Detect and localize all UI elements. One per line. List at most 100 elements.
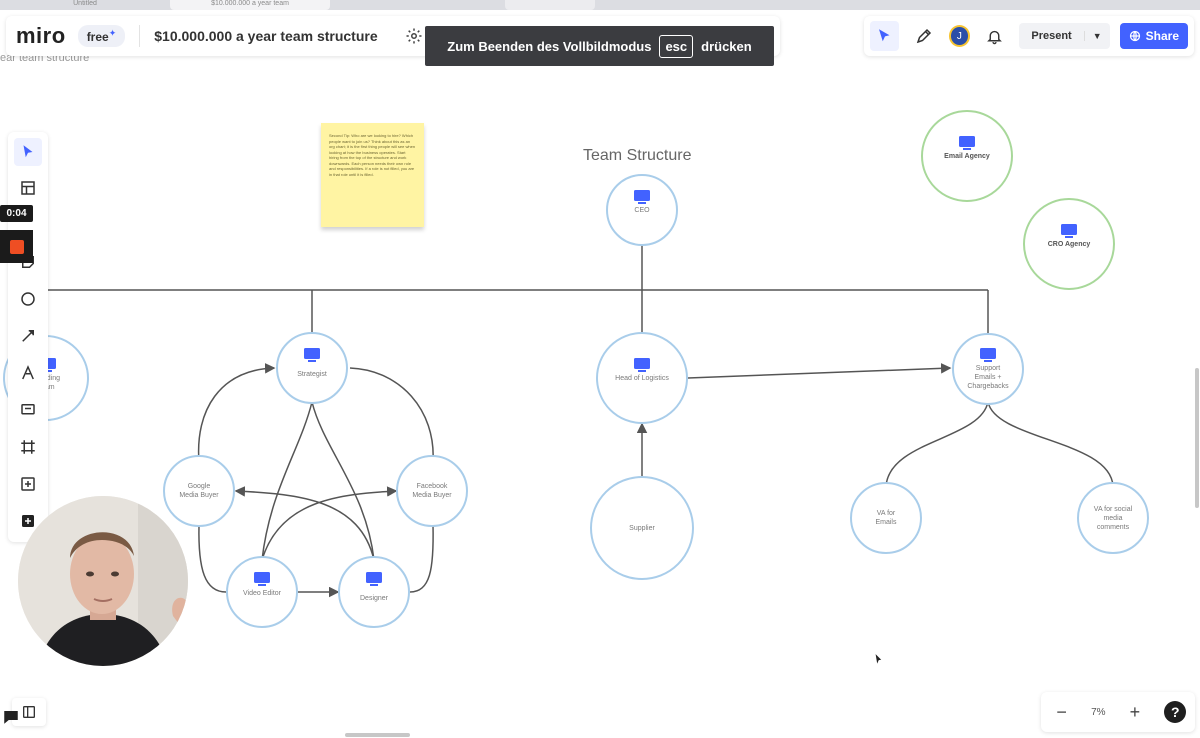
zoom-controls: − 7% + ? bbox=[1041, 692, 1195, 732]
pen-tool-icon[interactable] bbox=[14, 359, 42, 387]
node-strategist bbox=[276, 332, 348, 404]
node-label-supplier: Supplier bbox=[629, 525, 655, 532]
reactions-icon[interactable] bbox=[909, 21, 938, 51]
node-label-video: Video Editor bbox=[242, 590, 282, 597]
node-designer bbox=[338, 556, 410, 628]
connectors bbox=[48, 242, 1114, 598]
shape-tool-icon[interactable] bbox=[14, 285, 42, 313]
node-label-email-agency: Email Agency bbox=[944, 153, 990, 160]
monitor-icon bbox=[980, 348, 996, 362]
recording-timer: 0:04 bbox=[0, 205, 33, 222]
chat-icon[interactable] bbox=[2, 708, 20, 726]
collaboration-toolbar: J Present ▼ Share bbox=[864, 16, 1194, 56]
horizontal-scrollbar[interactable] bbox=[345, 733, 410, 737]
cursor-icon[interactable] bbox=[870, 21, 900, 51]
more-apps-icon[interactable] bbox=[14, 507, 42, 535]
monitor-icon bbox=[1061, 224, 1077, 238]
node-label-cro-agency: CRO Agency bbox=[1047, 241, 1091, 248]
monitor-icon bbox=[366, 572, 382, 586]
monitor-icon bbox=[254, 572, 270, 586]
connector-logistics-cs bbox=[687, 363, 952, 379]
present-button[interactable]: Present ▼ bbox=[1019, 23, 1110, 49]
sticky-note[interactable]: Second Tip: Who are we looking to hire? … bbox=[321, 123, 424, 227]
connector-video-strategist bbox=[261, 401, 313, 561]
zoom-in-button[interactable]: + bbox=[1129, 701, 1141, 722]
globe-icon bbox=[1129, 30, 1140, 42]
webcam-video-bubble[interactable] bbox=[18, 496, 188, 666]
settings-icon[interactable] bbox=[400, 22, 428, 50]
node-label-ceo: CEO bbox=[634, 207, 650, 214]
monitor-icon bbox=[304, 348, 320, 362]
mouse-cursor-icon bbox=[874, 652, 883, 666]
node-cro-agency bbox=[1023, 198, 1115, 290]
node-label-designer: Designer bbox=[359, 595, 389, 602]
stop-icon bbox=[9, 239, 24, 254]
browser-tab[interactable]: Untitled bbox=[73, 0, 97, 7]
node-label-va-social: VA for social media comments bbox=[1093, 506, 1133, 531]
zoom-out-button[interactable]: − bbox=[1056, 701, 1067, 722]
vertical-scrollbar[interactable] bbox=[1195, 368, 1199, 508]
banner-text: Zum Beenden des Vollbildmodus bbox=[447, 38, 652, 54]
avatar[interactable]: J bbox=[948, 25, 971, 47]
node-label-cs: Support Emails + Chargebacks bbox=[967, 365, 1009, 390]
browser-tab-active[interactable]: $10.000.000 a year team bbox=[170, 0, 330, 10]
miro-logo[interactable]: miro bbox=[16, 23, 66, 48]
monitor-icon bbox=[634, 358, 650, 372]
node-email-agency bbox=[921, 110, 1013, 202]
connector-google-strategist bbox=[197, 363, 276, 463]
chevron-down-icon[interactable]: ▼ bbox=[1083, 31, 1110, 41]
connector-facebook-designer bbox=[409, 524, 434, 593]
node-cs bbox=[952, 333, 1024, 405]
comment-icon[interactable] bbox=[14, 396, 42, 424]
node-label-va-emails: VA for Emails bbox=[875, 510, 897, 526]
connector-cs-va-emails bbox=[885, 401, 989, 487]
node-va-emails bbox=[850, 482, 922, 554]
board-title[interactable]: $10.000.000 a year team structure bbox=[154, 28, 378, 44]
connector-google-video bbox=[198, 524, 227, 593]
templates-icon[interactable] bbox=[14, 174, 42, 202]
esc-key: esc bbox=[659, 34, 694, 58]
share-button[interactable]: Share bbox=[1119, 23, 1188, 49]
zoom-level[interactable]: 7% bbox=[1091, 706, 1106, 718]
connection-line-icon[interactable] bbox=[14, 322, 42, 350]
node-va-social bbox=[1077, 482, 1149, 554]
browser-tab-strip: Untitled $10.000.000 a year team bbox=[0, 0, 1200, 10]
connector-cs-va-social bbox=[987, 401, 1114, 487]
board-heading[interactable]: Team Structure bbox=[583, 147, 692, 164]
stop-recording-button[interactable] bbox=[0, 230, 33, 263]
node-head-logistics bbox=[596, 332, 688, 424]
plan-badge-label: free bbox=[86, 30, 109, 44]
monitor-icon bbox=[959, 136, 975, 150]
share-label: Share bbox=[1145, 29, 1179, 43]
present-label: Present bbox=[1031, 30, 1072, 42]
nodes[interactable] bbox=[3, 110, 1149, 628]
monitor-icon bbox=[634, 190, 650, 204]
plan-badge[interactable]: free✦ bbox=[77, 25, 126, 47]
left-toolbar bbox=[8, 132, 48, 542]
panel-icon bbox=[23, 706, 35, 718]
node-label-head-logistics: Head of Logistics bbox=[615, 375, 669, 382]
node-label-strategist: Strategist bbox=[297, 371, 327, 378]
bell-icon[interactable] bbox=[980, 21, 1009, 51]
select-tool-icon[interactable] bbox=[14, 138, 42, 166]
frame-tool-icon[interactable] bbox=[14, 433, 42, 461]
browser-tab[interactable] bbox=[505, 0, 595, 10]
node-label-facebook: Facebook Media Buyer bbox=[412, 483, 452, 499]
node-label-google: Google Media Buyer bbox=[179, 483, 219, 499]
node-google bbox=[163, 455, 235, 527]
node-facebook bbox=[396, 455, 468, 527]
divider bbox=[139, 25, 141, 47]
node-supplier bbox=[590, 476, 694, 580]
connector-video-facebook bbox=[261, 486, 398, 561]
node-video bbox=[226, 556, 298, 628]
node-ceo bbox=[606, 174, 678, 246]
fullscreen-exit-banner: Zum Beenden des Vollbildmodus esc drücke… bbox=[425, 26, 774, 66]
connector-designer-google bbox=[234, 486, 375, 561]
presenter-video bbox=[18, 496, 188, 666]
upload-icon[interactable] bbox=[14, 470, 42, 498]
help-icon[interactable]: ? bbox=[1164, 701, 1187, 723]
banner-text-end: drücken bbox=[701, 38, 752, 54]
connector-facebook-strategist bbox=[349, 367, 434, 463]
connector-designer-strategist bbox=[311, 401, 375, 561]
